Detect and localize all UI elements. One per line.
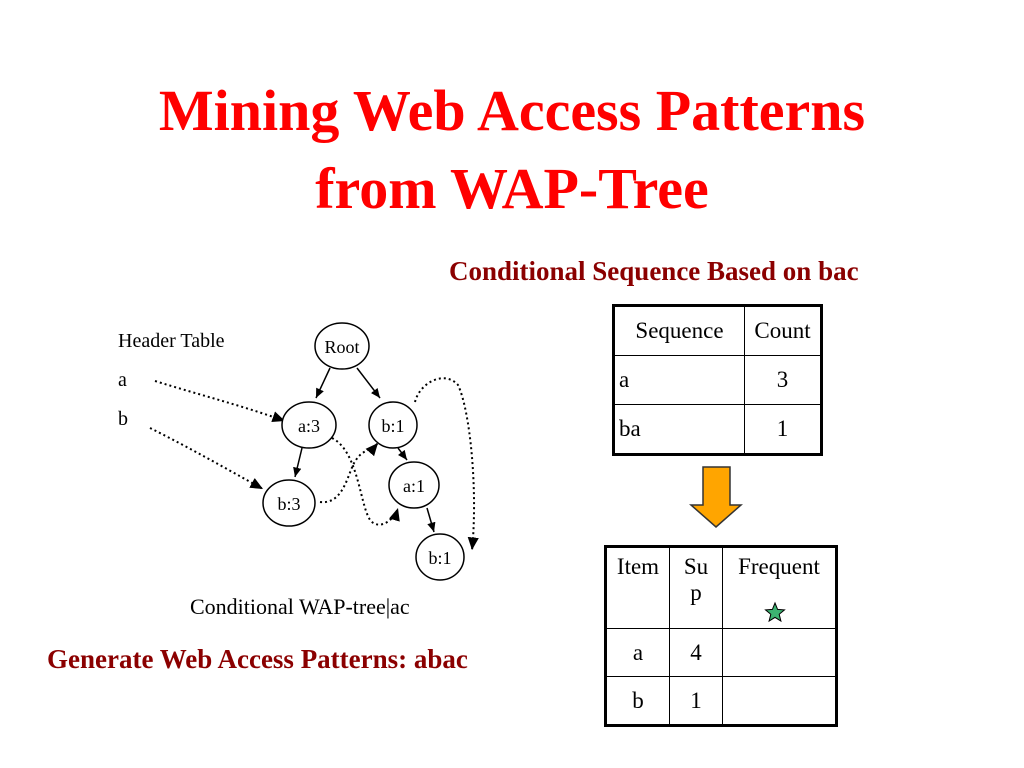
header-sup: Su p <box>669 546 723 629</box>
node-b1-bottom-label: b:1 <box>428 548 451 568</box>
node-b3: b:3 <box>262 479 316 527</box>
edge-a1-b1 <box>426 507 436 533</box>
sequence-cell: ba <box>613 404 745 455</box>
node-link-a3-a1 <box>331 437 400 526</box>
edge-b1-a1 <box>397 447 408 461</box>
node-b1-bottom: b:1 <box>415 533 465 581</box>
header-item-b: b <box>118 408 128 430</box>
node-b3-label: b:3 <box>277 494 300 514</box>
frequent-items-table: Item Su p Frequent a 4 b 1 <box>604 545 838 727</box>
node-root: Root <box>314 322 370 370</box>
edge-root-a3 <box>315 367 331 399</box>
node-link-b3-b1 <box>319 442 379 504</box>
header-item-a: a <box>118 369 127 391</box>
header-link-b <box>149 427 264 490</box>
node-a3-label: a:3 <box>298 416 320 436</box>
header-link-a <box>154 380 286 423</box>
title-line-1: Mining Web Access Patterns <box>158 78 866 143</box>
header-item: Item <box>605 546 670 629</box>
conditional-sequence-heading: Conditional Sequence Based on bac <box>449 256 859 286</box>
item-cell: a <box>605 628 670 677</box>
edge-a3-b3 <box>293 447 303 478</box>
slide-title: Mining Web Access Patterns from WAP-Tree <box>0 72 1024 228</box>
sequence-count-table: Sequence Count a 3 ba 1 <box>612 304 823 456</box>
node-a1: a:1 <box>388 461 440 509</box>
count-cell: 3 <box>744 355 822 405</box>
edge-root-b1 <box>356 367 381 399</box>
node-b1-top-label: b:1 <box>381 416 404 436</box>
header-sequence: Sequence <box>613 305 745 356</box>
generate-patterns-text: Generate Web Access Patterns: abac <box>47 644 468 674</box>
count-cell: 1 <box>744 404 822 455</box>
header-table-label: Header Table <box>118 330 225 352</box>
node-a3: a:3 <box>281 401 337 449</box>
title-line-2: from WAP-Tree <box>315 156 709 221</box>
sup-cell: 4 <box>669 628 723 677</box>
node-b1-top: b:1 <box>368 401 418 449</box>
sequence-cell: a <box>613 355 745 405</box>
node-root-label: Root <box>324 337 359 357</box>
sup-cell: 1 <box>669 676 723 726</box>
down-arrow-icon <box>689 466 743 528</box>
node-a1-label: a:1 <box>403 476 425 496</box>
frequent-cell <box>722 676 837 726</box>
header-count: Count <box>744 305 822 356</box>
wap-tree-caption: Conditional WAP-tree|ac <box>190 594 410 619</box>
header-frequent: Frequent <box>722 546 837 629</box>
item-cell: b <box>605 676 670 726</box>
frequent-cell <box>722 628 837 677</box>
